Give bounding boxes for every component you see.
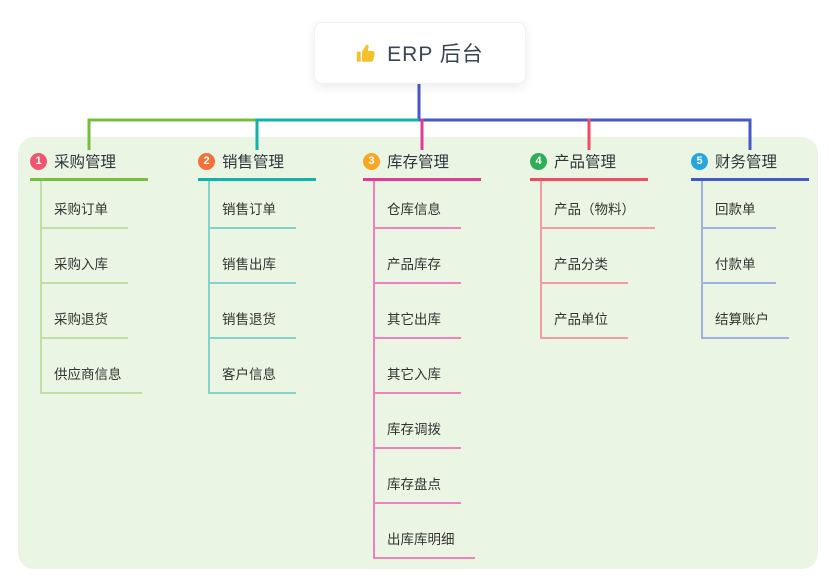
child-node[interactable]: 产品分类 xyxy=(542,256,628,284)
child-node[interactable]: 结算账户 xyxy=(703,311,789,339)
branch-header-4[interactable]: 4 产品管理 xyxy=(530,148,648,181)
branch-label: 产品管理 xyxy=(554,154,617,171)
child-node[interactable]: 供应商信息 xyxy=(42,366,142,394)
thumbs-up-icon xyxy=(356,42,378,64)
child-node[interactable]: 回款单 xyxy=(703,201,776,229)
child-node[interactable]: 产品库存 xyxy=(375,256,461,284)
branch-header-3[interactable]: 3 库存管理 xyxy=(363,148,481,181)
branch-number-badge: 1 xyxy=(30,152,47,170)
child-node[interactable]: 其它入库 xyxy=(375,366,461,394)
child-node[interactable]: 库存调拨 xyxy=(375,421,461,449)
branch-number-badge: 4 xyxy=(530,152,547,170)
branch-children: 采购订单采购入库采购退货供应商信息 xyxy=(40,181,142,394)
branch-label: 财务管理 xyxy=(715,154,778,171)
branch-number-badge: 3 xyxy=(363,152,380,170)
child-node[interactable]: 销售出库 xyxy=(210,256,296,284)
child-node[interactable]: 采购入库 xyxy=(42,256,128,284)
branch-label: 采购管理 xyxy=(54,154,117,171)
child-node[interactable]: 产品单位 xyxy=(542,311,628,339)
child-node[interactable]: 销售退货 xyxy=(210,311,296,339)
root-node[interactable]: ERP 后台 xyxy=(314,22,526,84)
branch-number-badge: 2 xyxy=(198,152,215,170)
child-node[interactable]: 其它出库 xyxy=(375,311,461,339)
mindmap-panel xyxy=(18,137,818,569)
branch-label: 库存管理 xyxy=(387,154,450,171)
branch-number-badge: 5 xyxy=(691,152,708,170)
branch-children: 销售订单销售出库销售退货客户信息 xyxy=(208,181,296,394)
child-node[interactable]: 产品（物料） xyxy=(542,201,655,229)
branch-label: 销售管理 xyxy=(222,154,285,171)
child-node[interactable]: 采购订单 xyxy=(42,201,128,229)
child-node[interactable]: 客户信息 xyxy=(210,366,296,394)
child-node[interactable]: 库存盘点 xyxy=(375,476,461,504)
branch-header-5[interactable]: 5 财务管理 xyxy=(691,148,809,181)
branch-children: 回款单付款单结算账户 xyxy=(701,181,789,339)
child-node[interactable]: 付款单 xyxy=(703,256,776,284)
branch-children: 产品（物料） 产品分类产品单位 xyxy=(540,181,655,339)
branch-header-1[interactable]: 1 采购管理 xyxy=(30,148,148,181)
branch-header-2[interactable]: 2 销售管理 xyxy=(198,148,316,181)
child-node[interactable]: 销售订单 xyxy=(210,201,296,229)
root-label: ERP 后台 xyxy=(387,43,484,66)
child-node[interactable]: 仓库信息 xyxy=(375,201,461,229)
child-node[interactable]: 出库库明细 xyxy=(375,531,475,559)
child-node[interactable]: 采购退货 xyxy=(42,311,128,339)
branch-children: 仓库信息产品库存其它出库其它入库库存调拨库存盘点出库库明细 xyxy=(373,181,475,559)
